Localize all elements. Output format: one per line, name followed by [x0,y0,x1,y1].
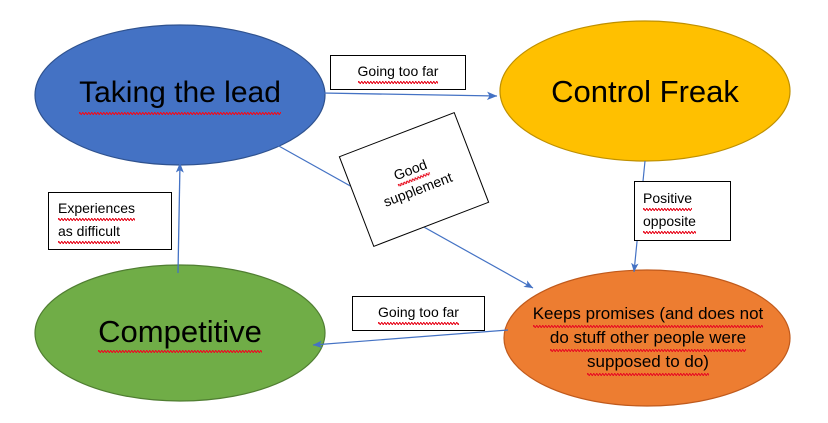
connector-label-experiences-as-difficult[interactable]: Experiences as difficult [48,192,172,250]
connector-label-positive-opposite[interactable]: Positive opposite [634,181,731,241]
connector-label-text-line-2: as difficult [58,221,120,244]
arrow-taking-lead-to-control-freak [321,91,498,101]
connector-label-text: Going too far [378,301,459,325]
arrow-keeps-promises-to-competitive [312,329,509,349]
connector-label-going-too-far-top[interactable]: Going too far [330,55,466,90]
connector-label-going-too-far-bottom[interactable]: Going too far [352,296,485,331]
connector-label-text-line-1: Positive [643,187,693,211]
connector-label-text: Going too far [357,60,439,84]
connector-label-text-line-1: Experiences [58,197,136,221]
connector-label-text-line-2: opposite [643,211,696,234]
arrow-competitive-to-taking-lead [175,162,184,274]
